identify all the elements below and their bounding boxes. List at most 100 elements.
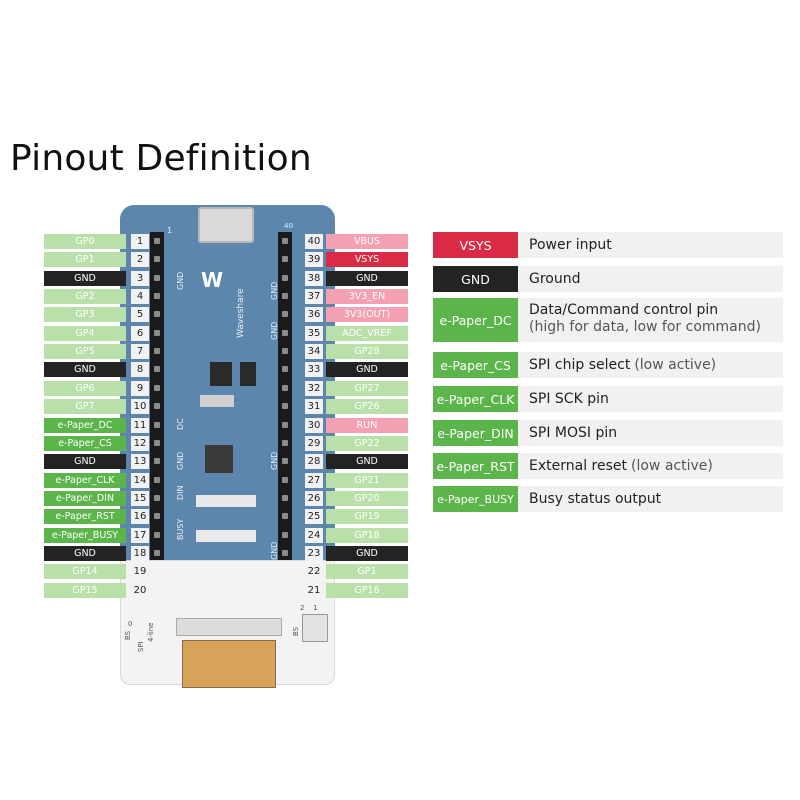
pin-tag: GND [433, 266, 518, 292]
switch-label-0: 0 [128, 620, 133, 628]
left-pin-label: GP3 [44, 307, 126, 323]
pin-tag: e-Paper_RST [433, 453, 518, 479]
chip-component [240, 362, 256, 386]
left-pin-number: 5 [131, 307, 149, 323]
header-pin-hole [154, 256, 160, 263]
left-pin-label: GP4 [44, 325, 126, 341]
board-silk-label: GND [176, 271, 185, 290]
switch-label-bs-left: BS [124, 630, 132, 640]
header-pin-hole [282, 458, 288, 465]
left-pin-number: 6 [131, 325, 149, 341]
right-pin-number: 33 [305, 362, 323, 378]
header-pin-hole [282, 238, 288, 244]
right-pin-number: 21 [305, 582, 323, 598]
definition-row: e-Paper_DC Data/Command control pin(high … [433, 298, 783, 342]
capacitor-row [196, 495, 256, 507]
pin-description: SPI MOSI pin [529, 425, 618, 441]
left-pin-number: 14 [131, 472, 149, 488]
brand-silkscreen: Waveshare [236, 288, 246, 338]
header-pin-hole [154, 274, 160, 281]
right-pin-label: GP27 [326, 380, 408, 396]
left-pin-label: e-Paper_RST [44, 509, 126, 525]
right-pin-number: 38 [305, 270, 323, 286]
right-pin-label: GP28 [326, 344, 408, 360]
left-pin-label: GP6 [44, 380, 126, 396]
left-pin-number: 4 [131, 289, 149, 305]
pin-description: SPI chip select [529, 357, 631, 373]
right-pin-number: 30 [305, 417, 323, 433]
right-pin-label: 3V3_EN [326, 289, 408, 305]
left-pin-label: e-Paper_DC [44, 417, 126, 433]
header-pin-hole [282, 311, 288, 318]
capacitor-row [196, 530, 256, 542]
waveshare-logo-icon: W [201, 268, 224, 292]
pin-tag: e-Paper_CS [433, 352, 518, 378]
right-pin-number: 28 [305, 454, 323, 470]
header-pin-hole [154, 494, 160, 501]
left-pin-number: 7 [131, 344, 149, 360]
header-pin-hole [154, 329, 160, 336]
pin-description: Ground [529, 271, 581, 287]
right-pin-number: 23 [305, 545, 323, 561]
left-pin-label: GND [44, 362, 126, 378]
right-pin-number: 35 [305, 325, 323, 341]
header-pin-hole [282, 256, 288, 263]
header-pin-hole [154, 439, 160, 446]
right-pin-header [278, 232, 292, 600]
header-pin-hole [282, 274, 288, 281]
left-pin-number: 19 [131, 564, 149, 580]
left-pin-label: GP2 [44, 289, 126, 305]
switch-label-4line: 4-line [147, 622, 155, 642]
pin-tag: e-Paper_BUSY [433, 486, 518, 512]
left-pin-number: 13 [131, 454, 149, 470]
header-pin-hole [154, 476, 160, 483]
left-pin-label: GP14 [44, 564, 126, 580]
right-pin-label: GP16 [326, 582, 408, 598]
right-pin-label: VBUS [326, 234, 408, 249]
left-pin-number: 16 [131, 509, 149, 525]
right-pin-label: GP22 [326, 435, 408, 451]
header-pin-hole [154, 403, 160, 410]
right-pin-label: RUN [326, 417, 408, 433]
right-pin-label: ADC_VREF [326, 325, 408, 341]
right-pin-label: GP19 [326, 509, 408, 525]
definition-row: e-Paper_CS SPI chip select(low active) [433, 352, 783, 378]
header-pin-hole [282, 439, 288, 446]
right-pin-label: GND [326, 545, 408, 561]
switch-label-bs-right: BS [292, 626, 300, 636]
left-pin-number: 9 [131, 380, 149, 396]
left-pin-label: GP5 [44, 344, 126, 360]
right-pin-label: GND [326, 362, 408, 378]
pin-tag: e-Paper_DC [433, 298, 518, 342]
left-pin-number: 3 [131, 270, 149, 286]
pin-description: SPI SCK pin [529, 391, 609, 407]
header-pin-hole [154, 311, 160, 318]
page-title: Pinout Definition [10, 138, 312, 179]
right-pin-label: GND [326, 270, 408, 286]
fpc-connector [176, 618, 282, 636]
board-silk-label: GND [270, 541, 279, 560]
header-pin-hole [282, 476, 288, 483]
right-pin-number: 26 [305, 490, 323, 506]
pin-description-note: (low active) [634, 357, 717, 373]
pin-description-note: (high for data, low for command) [529, 319, 761, 335]
right-pin-number: 25 [305, 509, 323, 525]
left-pin-label: e-Paper_CS [44, 435, 126, 451]
header-pin-hole [154, 531, 160, 538]
pin-description: Data/Command control pin [529, 302, 719, 318]
definition-row: e-Paper_BUSY Busy status output [433, 486, 783, 512]
pin-description: Busy status output [529, 491, 662, 507]
board-silk-label: GND [270, 321, 279, 340]
board-silk-label: DIN [176, 485, 185, 500]
right-pin-label: 3V3(OUT) [326, 307, 408, 323]
header-pin-hole [154, 366, 160, 373]
switch-label-spi: SPI [137, 641, 145, 652]
silk-pin-1: 1 [167, 226, 173, 235]
header-pin-hole [154, 549, 160, 556]
header-pin-hole [154, 458, 160, 465]
left-pin-number: 20 [131, 582, 149, 598]
header-pin-hole [282, 421, 288, 428]
